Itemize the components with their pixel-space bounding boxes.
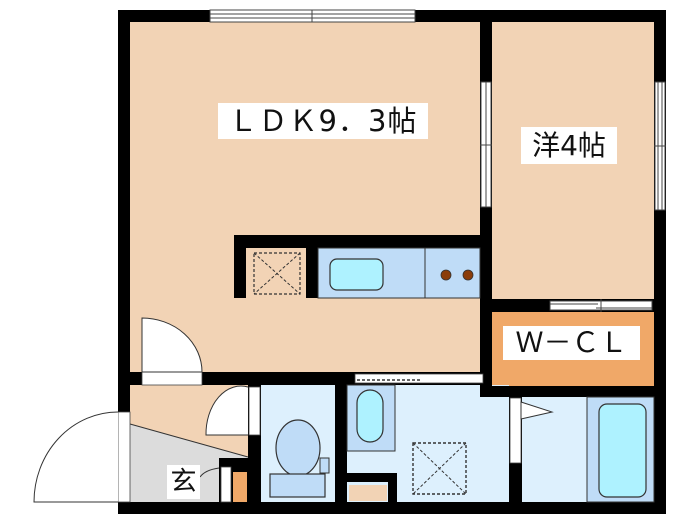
- room-label-ldk: ＬＤＫ9．3帖: [218, 103, 428, 139]
- bathtub-icon: [586, 396, 655, 503]
- entrance-floor: [129, 423, 249, 502]
- stove-icon: [440, 269, 474, 281]
- room-label-walk-in-closet: Ｗ－ＣＬ: [503, 326, 640, 360]
- window-ldk-top: [209, 9, 416, 23]
- sliding-door-washroom[interactable]: [354, 373, 484, 384]
- kitchen-counter-wall-left: [234, 235, 246, 298]
- front-door[interactable]: [33, 411, 131, 503]
- fridge-space-icon: [246, 248, 306, 298]
- wall-toilet-right: [335, 372, 347, 514]
- washbasin-icon: [346, 384, 396, 452]
- kitchen-counter-wall-top: [234, 235, 480, 248]
- door-bathroom[interactable]: [509, 397, 554, 464]
- kitchen-divider-wall: [306, 235, 318, 298]
- room-label-western: 洋4帖: [521, 127, 617, 164]
- washroom-storage: [349, 485, 387, 501]
- window-ldk-western: [480, 81, 492, 208]
- washroom-inner-wall-v: [388, 473, 397, 503]
- door-toilet[interactable]: [205, 385, 261, 436]
- outer-wall-left: [118, 10, 130, 514]
- door-ldk[interactable]: [141, 317, 203, 386]
- room-label-entrance: 玄: [167, 465, 200, 499]
- ldk-floor: [130, 22, 480, 372]
- washer-space-icon: [412, 442, 467, 495]
- sink-icon: [329, 258, 384, 291]
- sliding-door-closet[interactable]: [549, 299, 653, 312]
- toilet-icon: [269, 419, 330, 498]
- washroom-inner-wall: [347, 473, 397, 482]
- wall-closet-bottom: [480, 386, 666, 397]
- shoe-cabinet-icon: [199, 458, 248, 503]
- window-western-right: [654, 81, 666, 211]
